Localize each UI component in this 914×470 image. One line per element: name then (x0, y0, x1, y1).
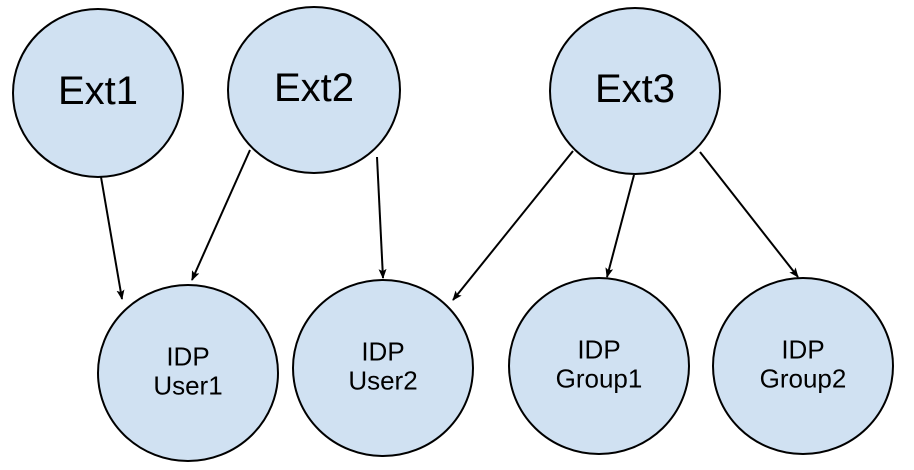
edge-ext2-to-idp-user2 (376, 156, 387, 279)
node-label-line: Ext1 (58, 69, 138, 113)
node-label-line: Group2 (760, 363, 847, 393)
node-label-line: User1 (153, 370, 222, 400)
node-label-ext1: Ext1 (58, 69, 138, 113)
node-shape-idp-user1[interactable] (97, 284, 279, 462)
edge-ext3-to-idp-user2 (452, 150, 574, 301)
node-label-line: Group1 (556, 363, 643, 393)
edge-ext2-to-idp-user1 (191, 149, 251, 281)
node-label-line: User2 (348, 365, 417, 395)
edge-ext1-to-idp-user1 (100, 176, 125, 300)
node-ext3[interactable]: Ext3 (549, 7, 721, 175)
node-label-line: IDP (361, 336, 404, 366)
edges-layer (100, 149, 799, 301)
node-ext2[interactable]: Ext2 (227, 6, 401, 174)
node-label-line: IDP (577, 334, 620, 364)
node-shape-ext1[interactable] (12, 8, 184, 178)
node-shape-idp-user2[interactable] (292, 279, 474, 457)
node-shape-idp-group2[interactable] (712, 277, 894, 455)
node-label-line: IDP (166, 341, 209, 371)
node-label-ext3: Ext3 (595, 67, 675, 111)
node-label-line: Ext3 (595, 67, 675, 111)
edge-ext3-to-idp-group1 (605, 174, 635, 278)
node-label-line: Ext2 (274, 66, 354, 110)
node-shape-ext2[interactable] (227, 6, 401, 174)
node-ext1[interactable]: Ext1 (12, 8, 184, 178)
edge-ext3-to-idp-group2 (699, 151, 799, 278)
node-shape-ext3[interactable] (549, 7, 721, 175)
node-label-ext2: Ext2 (274, 66, 354, 110)
node-shape-idp-group1[interactable] (508, 277, 690, 455)
node-label-line: IDP (781, 334, 824, 364)
